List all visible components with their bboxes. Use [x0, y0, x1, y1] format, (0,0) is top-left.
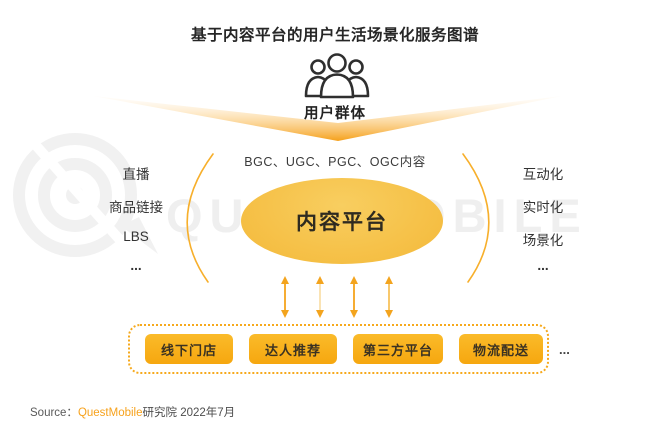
questmobile-logo-watermark	[13, 128, 158, 262]
source-suffix: 研究院 2022年7月	[142, 407, 236, 419]
channels-container: 线下门店 达人推荐 第三方平台 物流配送 ...	[128, 324, 570, 374]
channel-influencer-recommendation: 达人推荐	[249, 334, 337, 364]
left-feature-more: ...	[130, 258, 142, 273]
funnel-shape	[93, 96, 562, 141]
left-bracket-arc	[186, 153, 214, 283]
flow-arrows	[281, 276, 393, 318]
channel-offline-store: 线下门店	[145, 334, 233, 364]
channel-third-party-platform: 第三方平台	[353, 334, 443, 364]
right-feature-interactive: 互动化	[522, 167, 564, 182]
channels-more-label: ...	[559, 341, 570, 357]
right-feature-more: ...	[537, 258, 549, 273]
source-line: Source：QuestMobile研究院 2022年7月	[30, 404, 235, 420]
source-brand: QuestMobile	[77, 407, 143, 419]
content-platform-label: 内容平台	[296, 211, 388, 234]
left-feature-live: 直播	[122, 167, 150, 182]
source-prefix: Source：	[30, 407, 78, 419]
left-feature-lbs: LBS	[123, 229, 149, 244]
flow-arrow	[385, 276, 393, 318]
user-group-label: 用户群体	[304, 106, 366, 122]
right-bracket-arc	[462, 153, 490, 283]
content-platform-ellipse: 内容平台	[241, 178, 443, 264]
flow-arrow	[350, 276, 358, 318]
channel-logistics-delivery: 物流配送	[459, 334, 543, 364]
user-group-icon	[304, 53, 370, 99]
flow-arrow	[316, 276, 324, 318]
content-types-label: BGC、UGC、PGC、OGC内容	[244, 155, 426, 169]
left-feature-product-link: 商品链接	[109, 200, 163, 215]
page-title: 基于内容平台的用户生活场景化服务图谱	[190, 27, 479, 44]
flow-arrow	[281, 276, 289, 318]
right-feature-scenario: 场景化	[522, 233, 564, 248]
right-feature-realtime: 实时化	[522, 200, 564, 215]
